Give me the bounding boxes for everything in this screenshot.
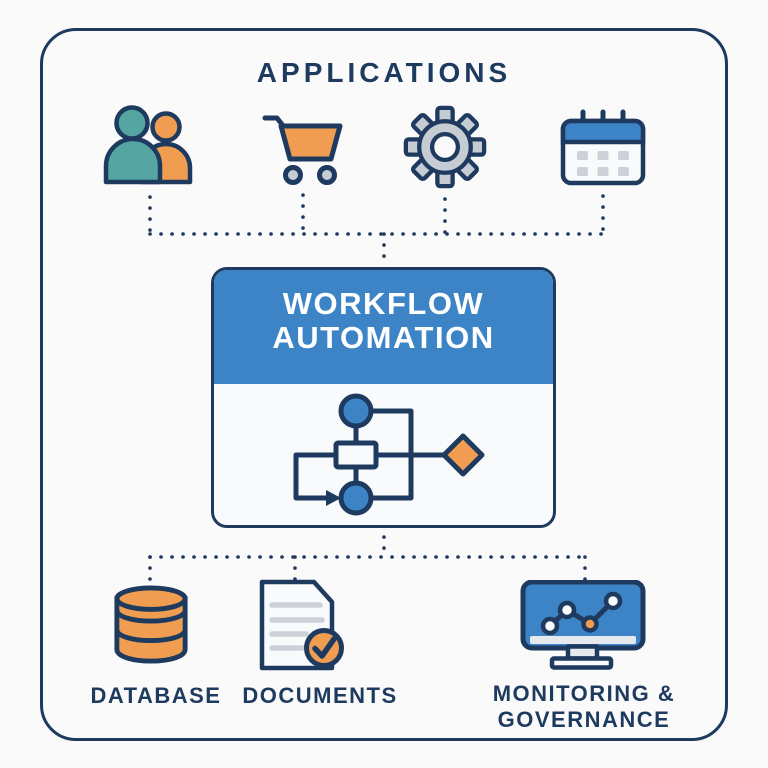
database-label: DATABASE bbox=[90, 683, 222, 708]
outer-frame bbox=[40, 28, 728, 741]
applications-title: APPLICATIONS bbox=[256, 57, 512, 88]
monitoring-dashboard-icon bbox=[520, 579, 646, 677]
document-check-icon bbox=[256, 578, 346, 679]
workflow-title-line2: AUTOMATION bbox=[272, 320, 495, 355]
monitoring-label-line2: GOVERNANCE bbox=[497, 707, 671, 732]
documents-label: DOCUMENTS bbox=[242, 683, 398, 708]
monitoring-label-line1: MONITORING & bbox=[492, 681, 676, 706]
flowchart-icon bbox=[293, 393, 484, 515]
workflow-box-body bbox=[214, 384, 553, 525]
workflow-box-header: WORKFLOW AUTOMATION bbox=[214, 270, 553, 384]
workflow-title-line1: WORKFLOW bbox=[282, 286, 485, 321]
gear-icon bbox=[403, 105, 487, 194]
workflow-automation-box: WORKFLOW AUTOMATION bbox=[211, 267, 556, 528]
shopping-cart-icon bbox=[257, 109, 349, 192]
monitoring-governance-label: MONITORING & GOVERNANCE bbox=[464, 681, 704, 733]
database-icon bbox=[112, 585, 190, 670]
users-icon bbox=[100, 104, 200, 191]
calendar-icon bbox=[558, 109, 648, 192]
